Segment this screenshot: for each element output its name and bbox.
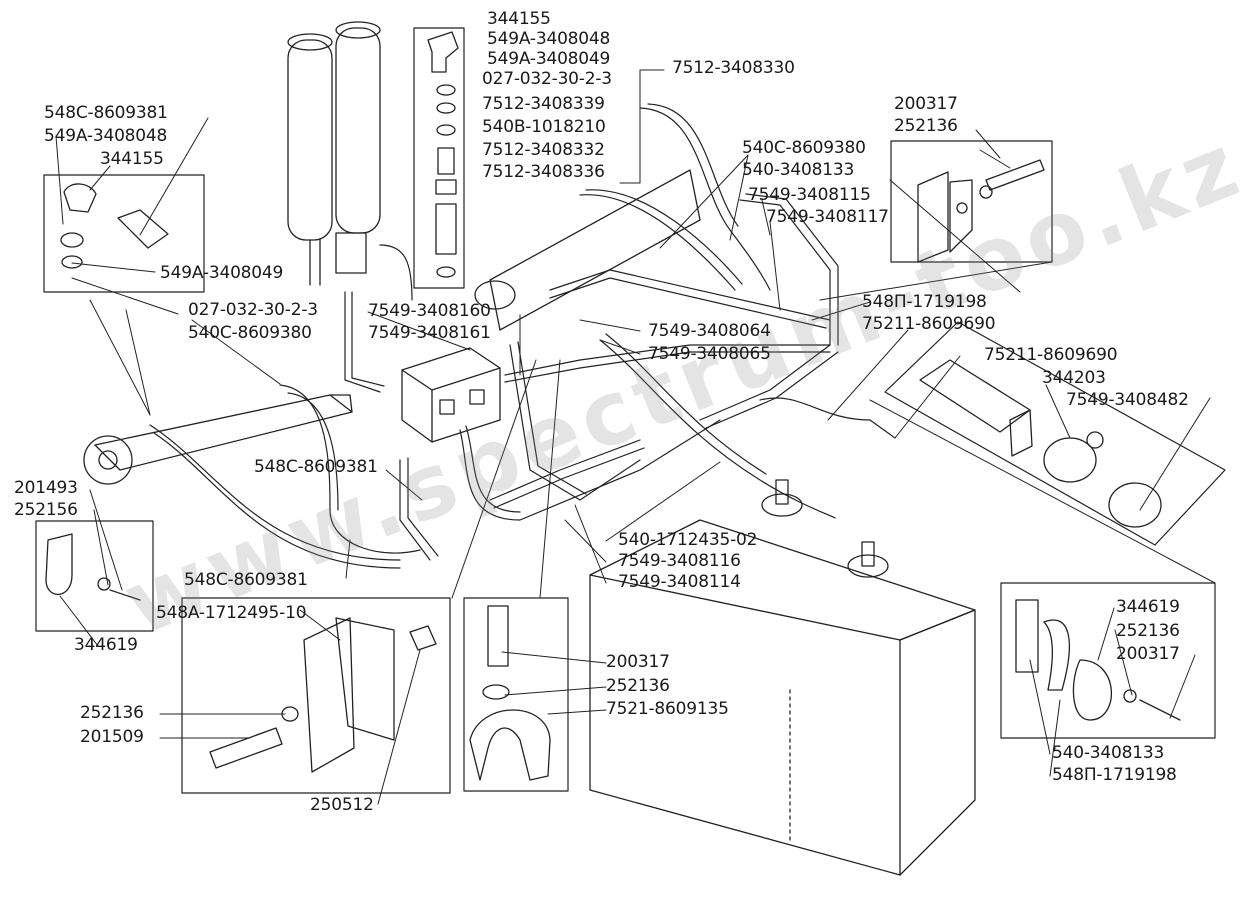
label-549a-3408049-top: 549A-3408049 bbox=[487, 49, 611, 69]
top-fitting-frame bbox=[413, 27, 465, 289]
label-548p-1719198-top: 548П-1719198 bbox=[862, 292, 987, 312]
label-540-1712435-02: 540-1712435-02 bbox=[618, 530, 758, 550]
valve-block bbox=[401, 347, 501, 443]
label-344619-left: 344619 bbox=[74, 635, 138, 655]
label-252156: 252156 bbox=[14, 500, 78, 520]
label-7512-3408339: 7512-3408339 bbox=[482, 94, 605, 114]
label-201509: 201509 bbox=[80, 727, 144, 747]
label-540c-8609380-left: 540C-8609380 bbox=[188, 323, 312, 343]
adapter-frame bbox=[884, 321, 1226, 546]
clip-frame bbox=[463, 597, 569, 792]
label-252136-top: 252136 bbox=[894, 116, 958, 136]
adapter-parts bbox=[919, 359, 1162, 528]
hoses bbox=[149, 103, 896, 569]
label-540-3408133-bottom: 540-3408133 bbox=[1052, 743, 1165, 763]
label-548c-8609381-left: 548C-8609381 bbox=[44, 103, 168, 123]
leader-lines bbox=[55, 69, 1216, 805]
label-75211-8609690-a: 75211-8609690 bbox=[862, 314, 996, 334]
label-540b-1018210: 540B-1018210 bbox=[482, 117, 606, 137]
main-cylinder bbox=[474, 169, 701, 331]
label-75211-8609690-b: 75211-8609690 bbox=[984, 345, 1118, 365]
label-7512-3408332: 7512-3408332 bbox=[482, 140, 605, 160]
label-344155-top: 344155 bbox=[487, 9, 551, 29]
label-250512: 250512 bbox=[310, 795, 374, 815]
label-7549-3408114: 7549-3408114 bbox=[618, 572, 741, 592]
left-clamp bbox=[45, 533, 141, 601]
top-fittings bbox=[427, 31, 459, 278]
label-548c-8609381-bottom: 548C-8609381 bbox=[184, 570, 308, 590]
label-7512-3408336: 7512-3408336 bbox=[482, 162, 605, 182]
label-344619-right: 344619 bbox=[1116, 597, 1180, 617]
label-7549-3408117: 7549-3408117 bbox=[766, 207, 889, 227]
label-200317-right: 200317 bbox=[1116, 644, 1180, 664]
bracket-frame bbox=[181, 597, 451, 794]
left-fitting-frame bbox=[43, 174, 205, 293]
label-540c-8609380-right: 540C-8609380 bbox=[742, 138, 866, 158]
clip-parts bbox=[469, 605, 551, 781]
label-7549-3408161: 7549-3408161 bbox=[368, 323, 491, 343]
label-7549-3408160: 7549-3408160 bbox=[368, 301, 491, 321]
right-clamp bbox=[1015, 599, 1181, 721]
left-fittings bbox=[60, 183, 169, 269]
label-252136-right: 252136 bbox=[1116, 621, 1180, 641]
label-7549-3408115: 7549-3408115 bbox=[748, 185, 871, 205]
label-7521-8609135: 7521-8609135 bbox=[606, 699, 729, 719]
oil-tank bbox=[589, 479, 976, 876]
label-252136-bracket: 252136 bbox=[80, 703, 144, 723]
label-344155-left: 344155 bbox=[100, 149, 164, 169]
label-201493: 201493 bbox=[14, 478, 78, 498]
label-7549-3408065: 7549-3408065 bbox=[648, 344, 771, 364]
bracket-parts bbox=[209, 617, 437, 773]
label-7549-3408116: 7549-3408116 bbox=[618, 551, 741, 571]
clamp-left-frame bbox=[35, 520, 154, 632]
label-344203: 344203 bbox=[1042, 368, 1106, 388]
label-549a-3408048-left: 549A-3408048 bbox=[44, 126, 168, 146]
detail-frames bbox=[35, 27, 1226, 794]
label-7549-3408482: 7549-3408482 bbox=[1066, 390, 1189, 410]
label-548a-1712495-10: 548A-1712495-10 bbox=[156, 603, 307, 623]
label-7512-3408330: 7512-3408330 bbox=[672, 58, 795, 78]
upright-cylinders bbox=[287, 21, 381, 286]
label-540-3408133-top: 540-3408133 bbox=[742, 160, 855, 180]
label-200317-top: 200317 bbox=[894, 94, 958, 114]
label-200317-mid: 200317 bbox=[606, 652, 670, 672]
label-549a-3408048-top: 549A-3408048 bbox=[487, 29, 611, 49]
label-548c-8609381-mid: 548C-8609381 bbox=[254, 457, 378, 477]
label-027-032-30-2-3-top: 027-032-30-2-3 bbox=[482, 69, 612, 89]
label-252136-mid: 252136 bbox=[606, 676, 670, 696]
right-bracket bbox=[917, 159, 1045, 263]
clamp-right-frame bbox=[1000, 582, 1216, 739]
label-549a-3408049-left: 549A-3408049 bbox=[160, 263, 284, 283]
label-027-032-30-2-3-left: 027-032-30-2-3 bbox=[188, 300, 318, 320]
lower-cylinder bbox=[83, 394, 353, 485]
label-548p-1719198-bottom: 548П-1719198 bbox=[1052, 765, 1177, 785]
label-7549-3408064: 7549-3408064 bbox=[648, 321, 771, 341]
